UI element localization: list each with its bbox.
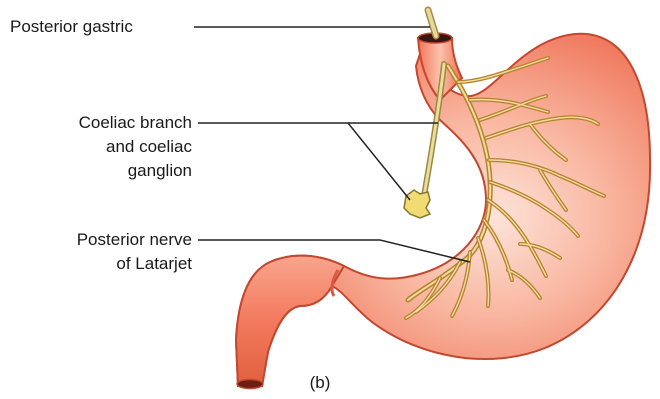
label-posterior-gastric: Posterior gastric xyxy=(10,16,133,38)
label-latarjet-line2: of Latarjet xyxy=(14,253,192,275)
duodenum-cut-end xyxy=(237,380,263,389)
label-latarjet-line1: Posterior nerve xyxy=(14,229,192,251)
panel-label: (b) xyxy=(290,372,350,394)
label-coeliac-line2: and coeliac xyxy=(14,136,192,158)
label-coeliac-line3: ganglion xyxy=(14,160,192,182)
coeliac-ganglion xyxy=(404,190,430,218)
duodenum xyxy=(236,256,344,386)
leader-coeliac-ganglion xyxy=(348,123,410,200)
label-coeliac-line1: Coeliac branch xyxy=(14,112,192,134)
leader-posterior-nerve xyxy=(198,240,470,262)
